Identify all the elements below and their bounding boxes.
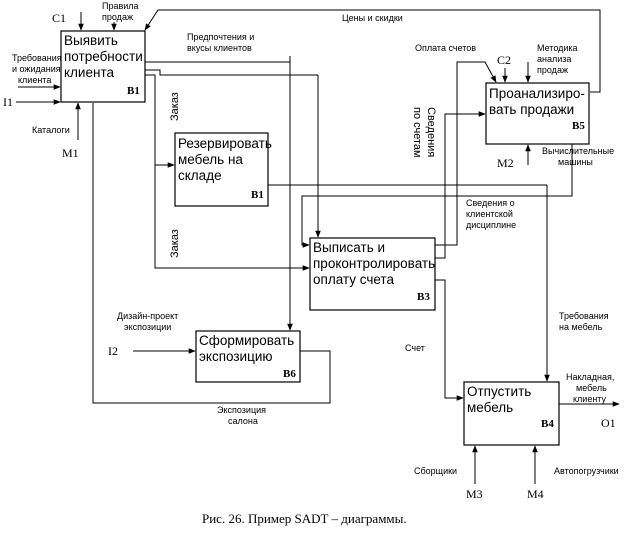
block-b5-code: B5 xyxy=(572,120,585,132)
label-metodika-1: Методика xyxy=(537,43,578,53)
label-dizain-2: экспозиции xyxy=(124,322,171,332)
label-vych-2: машины xyxy=(558,157,593,167)
label-katalogi: Каталоги xyxy=(32,125,70,135)
label-oplata: Оплата счетов xyxy=(415,43,476,53)
port-o1: O1 xyxy=(601,416,616,430)
block-b1-line1: Выявить xyxy=(64,33,118,48)
label-nakladnaya-2: мебель xyxy=(576,383,607,393)
block-b6: Сформировать экспозицию B6 xyxy=(195,330,301,383)
label-sved-disc-1: Сведения о xyxy=(466,198,515,208)
block-b3-code: B3 xyxy=(417,291,430,303)
label-schet: Счет xyxy=(405,343,425,353)
block-b6-line2: экспозицию xyxy=(199,349,273,364)
label-sved-disc-2: клиентской xyxy=(466,209,513,219)
label-ceny: Цены и скидки xyxy=(342,13,403,23)
port-i2: I2 xyxy=(108,344,118,358)
label-nakladnaya-3: клиенту xyxy=(573,394,607,404)
label-pravila-2: продаж xyxy=(102,12,133,22)
label-metodika-3: продаж xyxy=(537,65,568,75)
label-treb-ozh-3: клиента xyxy=(18,75,51,85)
block-b3-line2: проконтролировать xyxy=(313,256,435,271)
label-trebovaniya-2: на мебель xyxy=(559,322,603,332)
block-b5-line1: Проанализиро- xyxy=(489,86,585,101)
label-zakaz-2: Заказ xyxy=(169,229,181,258)
block-b1b-line3: складе xyxy=(178,168,222,183)
label-svedeniya: Сведения xyxy=(425,107,437,157)
block-b1b-line1: Резервировать xyxy=(178,136,272,151)
block-b1b-code: B1 xyxy=(251,189,264,201)
block-b4-code: B4 xyxy=(541,418,554,430)
port-m3: M3 xyxy=(466,487,483,501)
block-b1-reserve: Резервировать мебель на складе B1 xyxy=(174,132,272,207)
port-c1: C1 xyxy=(52,11,66,25)
label-nakladnaya-1: Накладная, xyxy=(566,372,614,382)
label-predpoch-2: вкусы клиентов xyxy=(187,43,252,53)
figure-caption: Рис. 26. Пример SADT – диаграммы. xyxy=(202,511,407,526)
label-vych-1: Вычислительные xyxy=(542,146,614,156)
block-b1-code: B1 xyxy=(127,85,140,97)
block-b1: Выявить потребности клиента B1 xyxy=(60,30,146,103)
port-m4: M4 xyxy=(527,487,544,501)
port-i1: I1 xyxy=(3,95,13,109)
block-b5: Проанализиро- вать продажи B5 xyxy=(485,82,590,145)
label-avto: Автопогрузчики xyxy=(554,466,619,476)
block-b4: Отпустить мебель B4 xyxy=(463,381,560,446)
block-b4-line1: Отпустить xyxy=(467,384,531,399)
label-ekspoz-2: салона xyxy=(228,416,258,426)
label-treb-ozh-1: Требования xyxy=(12,53,62,63)
block-b3-line3: оплату счета xyxy=(313,272,394,287)
block-b6-code: B6 xyxy=(283,368,296,380)
block-b1b-line2: мебель на xyxy=(178,152,243,167)
label-ekspoz-1: Экспозиция xyxy=(217,405,266,415)
label-sborshiki: Сборщики xyxy=(414,466,457,476)
block-b1-line2: потребности xyxy=(64,49,143,64)
connector-lines xyxy=(16,9,620,484)
label-sved-disc-3: дисциплине xyxy=(466,220,516,230)
label-metodika-2: анализа xyxy=(537,54,571,64)
block-b3-line1: Выписать и xyxy=(313,240,385,255)
label-zakaz-1: Заказ xyxy=(169,92,181,121)
block-b1-line3: клиента xyxy=(64,65,114,80)
label-po-schetam: по счетам xyxy=(411,107,423,158)
block-b5-line2: вать продажи xyxy=(489,102,574,117)
port-m2: M2 xyxy=(497,156,514,170)
label-trebovaniya-1: Требования xyxy=(559,311,609,321)
block-b3: Выписать и проконтролировать оплату счет… xyxy=(309,237,436,311)
block-b4-line2: мебель xyxy=(467,400,513,415)
port-c2: C2 xyxy=(497,53,511,67)
label-predpoch-1: Предпочтения и xyxy=(187,32,254,42)
label-treb-ozh-2: и ожидания xyxy=(12,64,61,74)
label-pravila-1: Правила xyxy=(102,1,139,11)
port-m1: M1 xyxy=(62,146,79,160)
label-dizain-1: Дизайн-проект xyxy=(117,311,178,321)
block-b6-line1: Сформировать xyxy=(199,333,294,348)
